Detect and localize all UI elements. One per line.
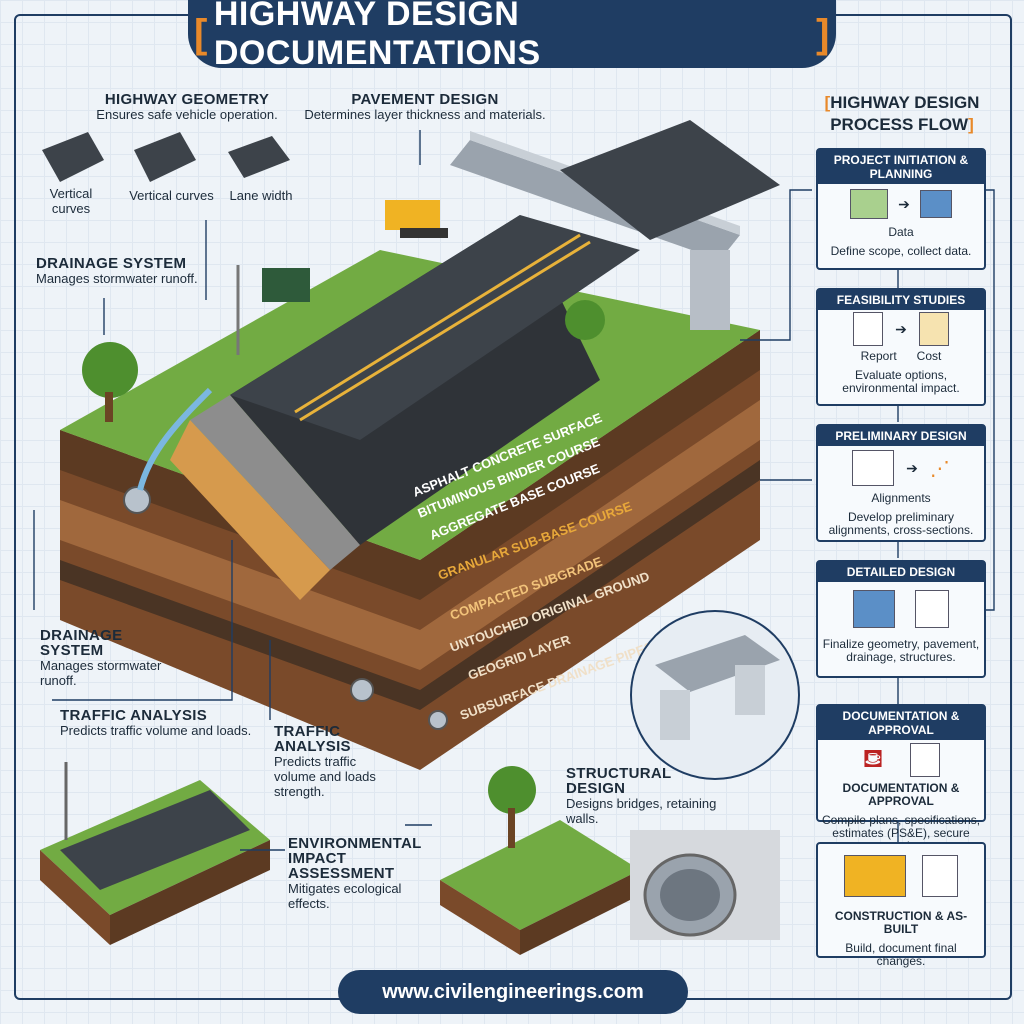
step-0-desc: Define scope, collect data. — [830, 244, 972, 258]
step-5-desc: Build, document final changes. — [845, 941, 957, 968]
step-4-icons: ⛾ — [818, 740, 984, 780]
geometry-callout: HIGHWAY GEOMETRY Ensures safe vehicle op… — [62, 92, 312, 122]
soil-block-front — [60, 330, 760, 770]
environmental-desc: Mitigates ecological effects. — [288, 881, 402, 911]
traffic-mid-callout: TRAFFIC ANALYSIS Predicts traffic volume… — [274, 724, 394, 799]
step-4-head: DOCUMENTATION & APPROVAL — [818, 706, 984, 740]
structural-heading: STRUCTURAL DESIGN — [566, 765, 672, 797]
traffic-left-heading: TRAFFIC ANALYSIS — [60, 707, 208, 724]
plot-chart-icon — [852, 450, 895, 486]
step-3-head: DETAILED DESIGN — [818, 562, 984, 582]
process-title-text: HIGHWAY DESIGN PROCESS FLOW — [830, 93, 980, 134]
arrow-right-icon: ➔ — [895, 320, 907, 337]
step-2-icons: ➔ ⋰ — [818, 446, 984, 490]
step-3-icons — [818, 582, 984, 636]
step-0-head: PROJECT INITIATION & PLANNING — [818, 150, 984, 184]
document-icon — [909, 743, 940, 777]
excavator-small-icon — [844, 855, 906, 897]
step-3-desc: Finalize geometry, pavement, drainage, s… — [822, 637, 980, 664]
footer-url[interactable]: www.civilengineerings.com — [338, 970, 688, 1014]
step-0-icon-label: Data — [888, 225, 914, 239]
geometry-item-2: Lane width — [229, 188, 293, 203]
traffic-left-callout: TRAFFIC ANALYSIS Predicts traffic volume… — [60, 708, 270, 738]
drainage-left-heading: DRAINAGE SYSTEM — [40, 627, 123, 659]
step-5-icons — [818, 844, 984, 908]
environmental-callout: ENVIRONMENTAL IMPACT ASSESSMENT Mitigate… — [288, 836, 428, 911]
step-4-icon-label: DOCUMENTATION & APPROVAL — [842, 781, 960, 808]
pavement-callout: PAVEMENT DESIGN Determines layer thickne… — [300, 92, 550, 122]
process-flow-title: [HIGHWAY DESIGN PROCESS FLOW] — [812, 92, 992, 136]
lane-width-icon — [228, 136, 290, 178]
traffic-left-desc: Predicts traffic volume and loads. — [60, 723, 252, 738]
environmental-heading: ENVIRONMENTAL IMPACT ASSESSMENT — [288, 835, 422, 882]
process-step-3: DETAILED DESIGN Finalize geometry, pavem… — [816, 560, 986, 678]
arrow-right-icon: ➔ — [906, 459, 918, 476]
alignment-nodes-icon: ⋰ — [929, 457, 950, 480]
gantry-sign-icon — [262, 268, 310, 302]
vertical-curve-icon — [42, 132, 104, 182]
map-icon — [850, 189, 889, 219]
step-1-desc: Evaluate options, environmental impact. — [842, 368, 960, 395]
step-5-icon-label: CONSTRUCTION & AS-BUILT — [834, 909, 968, 936]
environmental-inset — [440, 820, 640, 930]
traffic-mid-heading: TRAFFIC ANALYSIS — [274, 723, 351, 755]
excavator-icon — [385, 200, 440, 230]
structural-desc: Designs bridges, retaining walls. — [566, 796, 717, 826]
drainage-top-desc: Manages stormwater runoff. — [36, 271, 198, 286]
traffic-mid-desc: Predicts traffic volume and loads streng… — [274, 754, 376, 799]
step-2-desc: Develop preliminary alignments, cross-se… — [828, 510, 974, 537]
database-icon — [919, 190, 952, 218]
pavement-heading: PAVEMENT DESIGN — [351, 91, 499, 108]
process-step-1: FEASIBILITY STUDIES ➔ Report Cost Evalua… — [816, 288, 986, 406]
bracket-right-icon: ] — [816, 11, 830, 56]
bush-icon — [565, 300, 605, 340]
title-banner: [ HIGHWAY DESIGN DOCUMENTATIONS ] — [188, 0, 836, 72]
step-1-icons: ➔ — [818, 310, 984, 348]
geometry-item-1: Vertical curves — [129, 188, 214, 203]
structural-callout: STRUCTURAL DESIGN Designs bridges, retai… — [566, 766, 726, 826]
step-2-head: PRELIMINARY DESIGN — [818, 426, 984, 446]
step-1-icon-label: Report Cost — [860, 349, 942, 363]
pavement-desc: Determines layer thickness and materials… — [304, 107, 546, 122]
flow-bracket-right-icon: ] — [968, 115, 974, 134]
step-4-desc: Compile plans, specifications, estimates… — [821, 813, 981, 853]
flow-bracket-icon: [ — [824, 93, 831, 112]
geometry-heading: HIGHWAY GEOMETRY — [104, 91, 270, 108]
arrow-right-icon: ➔ — [898, 195, 910, 212]
structural-bridge-inset — [630, 610, 800, 780]
drainage-left-desc: Manages stormwater runoff. — [40, 658, 162, 688]
cost-icon — [918, 312, 949, 346]
tree-icon — [82, 342, 138, 398]
as-built-docs-icon — [922, 855, 958, 897]
process-step-2: PRELIMINARY DESIGN ➔ ⋰ Alignments Develo… — [816, 424, 986, 542]
process-step-0: PROJECT INITIATION & PLANNING ➔ Data Def… — [816, 148, 986, 270]
step-0-icons: ➔ — [818, 184, 984, 224]
report-icon — [853, 312, 884, 346]
drainage-top-callout: DRAINAGE SYSTEM Manages stormwater runof… — [36, 256, 236, 286]
process-step-4: DOCUMENTATION & APPROVAL ⛾ DOCUMENTATION… — [816, 704, 986, 853]
process-step-5: CONSTRUCTION & AS-BUILT Build, document … — [816, 842, 986, 968]
geometry-desc: Ensures safe vehicle operation. — [96, 107, 278, 122]
page-title: HIGHWAY DESIGN DOCUMENTATIONS — [213, 0, 541, 72]
bracket-left-icon: [ — [194, 11, 208, 56]
blueprint-icon — [853, 590, 895, 628]
drainage-top-heading: DRAINAGE SYSTEM — [36, 255, 187, 272]
spec-sheet-icon — [915, 590, 949, 628]
drainage-left-callout: DRAINAGE SYSTEM Manages stormwater runof… — [40, 628, 180, 688]
geometry-item-0: Vertical curves — [49, 186, 93, 216]
drain-pipe-icon — [123, 486, 151, 514]
road-surface — [230, 215, 640, 440]
step-2-icon-label: Alignments — [871, 491, 931, 505]
stamp-icon: ⛾ — [862, 742, 884, 773]
env-tree-icon — [488, 766, 536, 814]
step-1-head: FEASIBILITY STUDIES — [818, 290, 984, 310]
vertical-curve-icon-2 — [134, 132, 196, 182]
